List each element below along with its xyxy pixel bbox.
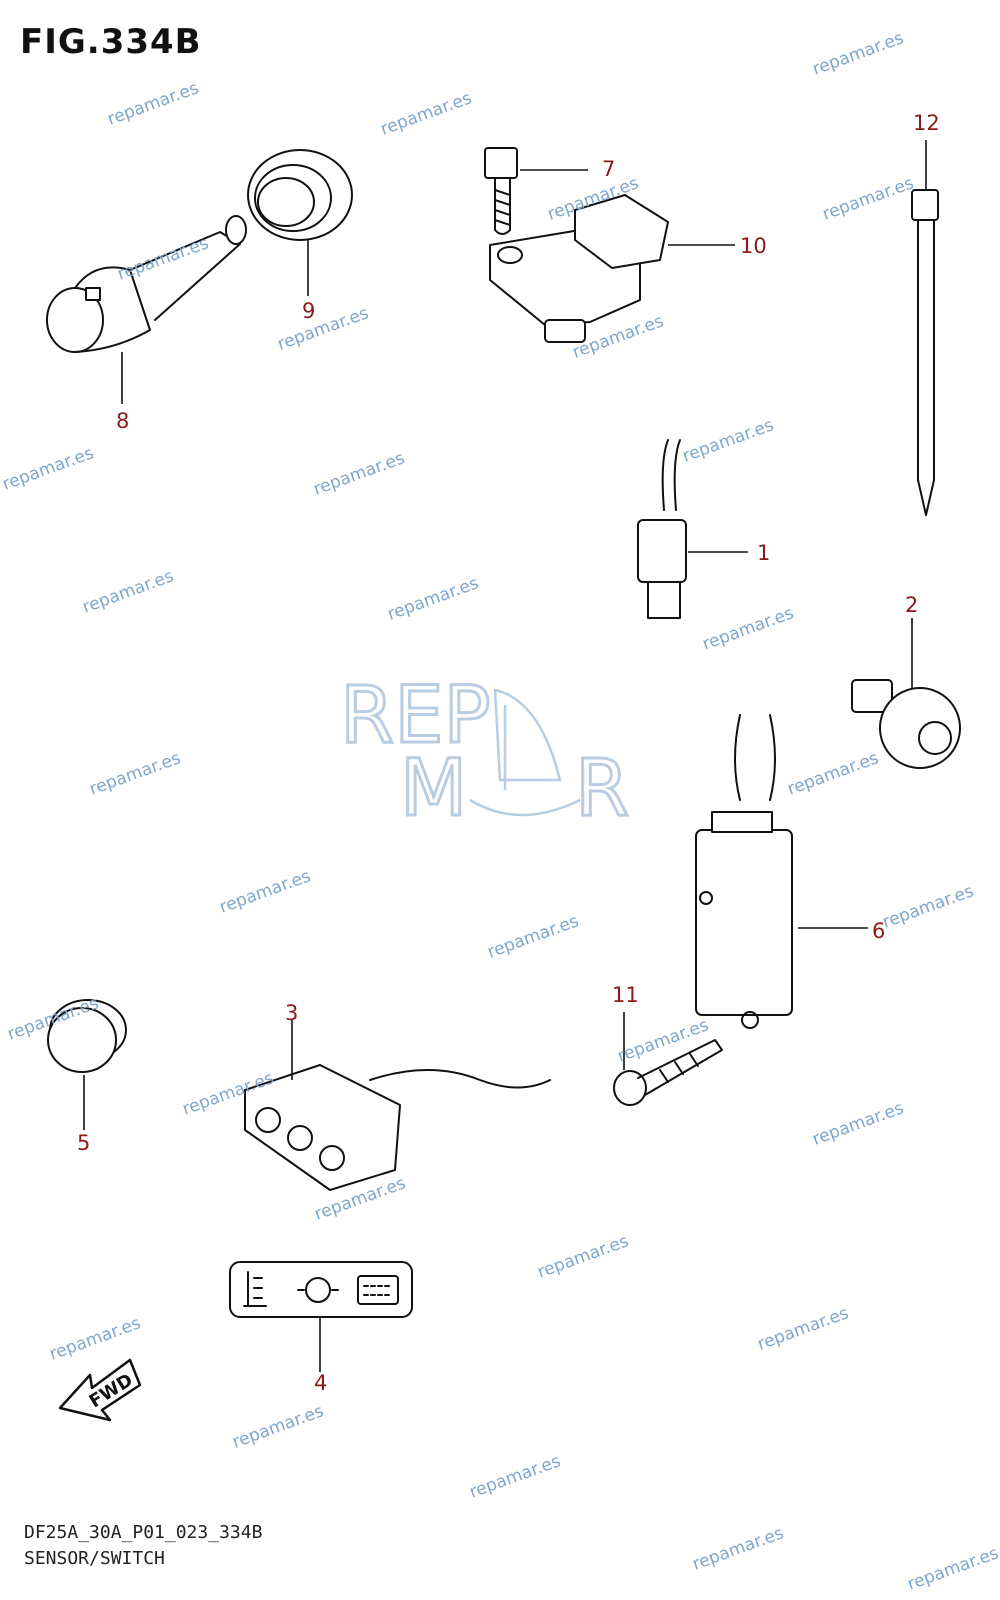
sail-icon [469, 688, 581, 817]
watermark-text: repamar.es [785, 748, 882, 799]
logo-line2-right: R [575, 744, 629, 834]
part-5-plug [47, 999, 127, 1130]
repamar-logo: REP M R [339, 670, 631, 836]
callout-3: 3 [285, 1001, 298, 1025]
part-6-switch [695, 714, 868, 1029]
watermark-text: repamar.es [230, 1401, 327, 1452]
callout-5: 5 [77, 1131, 90, 1155]
watermark-text: repamar.es [680, 415, 777, 466]
watermark-text: repamar.es [615, 1015, 712, 1066]
watermark-text: repamar.es [385, 573, 482, 624]
watermark-text: repamar.es [880, 881, 977, 932]
watermark-text: repamar.es [755, 1303, 852, 1354]
part-10-sensor [489, 194, 735, 343]
part-4-label [229, 1261, 413, 1372]
watermark-text: repamar.es [87, 748, 184, 799]
callout-2: 2 [905, 593, 918, 617]
watermark-text: repamar.es [467, 1451, 564, 1502]
part-1-temp-sensor [637, 439, 748, 619]
figure-title: FIG.334B [20, 22, 202, 62]
watermark-text: repamar.es [700, 603, 797, 654]
callout-8: 8 [116, 409, 129, 433]
part-3-pressure-switch [244, 1020, 551, 1191]
callout-6: 6 [872, 919, 885, 943]
watermark-text: repamar.es [105, 78, 202, 129]
figure-name: SENSOR/SWITCH [24, 1548, 165, 1569]
fwd-arrow-icon: FWD [58, 1358, 142, 1422]
callout-7: 7 [602, 157, 615, 181]
callout-9: 9 [302, 299, 315, 323]
callout-11: 11 [612, 983, 639, 1007]
watermark-text: repamar.es [820, 173, 917, 224]
callout-1: 1 [757, 541, 770, 565]
watermark-text: repamar.es [80, 566, 177, 617]
callout-12: 12 [913, 111, 940, 135]
callout-10: 10 [740, 234, 767, 258]
watermark-text: repamar.es [311, 448, 408, 499]
watermark-text: repamar.es [810, 1098, 907, 1149]
watermark-text: repamar.es [115, 233, 212, 284]
watermark-text: repamar.es [535, 1231, 632, 1282]
watermark-text: repamar.es [378, 88, 475, 139]
watermark-text: repamar.es [217, 866, 314, 917]
watermark-text: repamar.es [0, 443, 96, 494]
part-12-cable-tie [911, 140, 939, 516]
part-11-screw [613, 1012, 723, 1106]
watermark-text: repamar.es [47, 1313, 144, 1364]
watermark-text: repamar.es [810, 28, 907, 79]
part-2-knock-sensor [851, 618, 961, 769]
watermark-text: repamar.es [905, 1543, 1000, 1594]
watermark-text: repamar.es [485, 911, 582, 962]
figure-code: DF25A_30A_P01_023_334B [24, 1522, 263, 1543]
callout-4: 4 [314, 1371, 327, 1395]
watermark-text: repamar.es [690, 1523, 787, 1574]
part-8-connector [46, 215, 247, 404]
part-7-bolt [484, 147, 588, 235]
watermark-text: repamar.es [275, 303, 372, 354]
logo-line1: REP [340, 671, 491, 761]
part-9-grommet [247, 149, 353, 296]
logo-line2-left: M [400, 744, 467, 834]
